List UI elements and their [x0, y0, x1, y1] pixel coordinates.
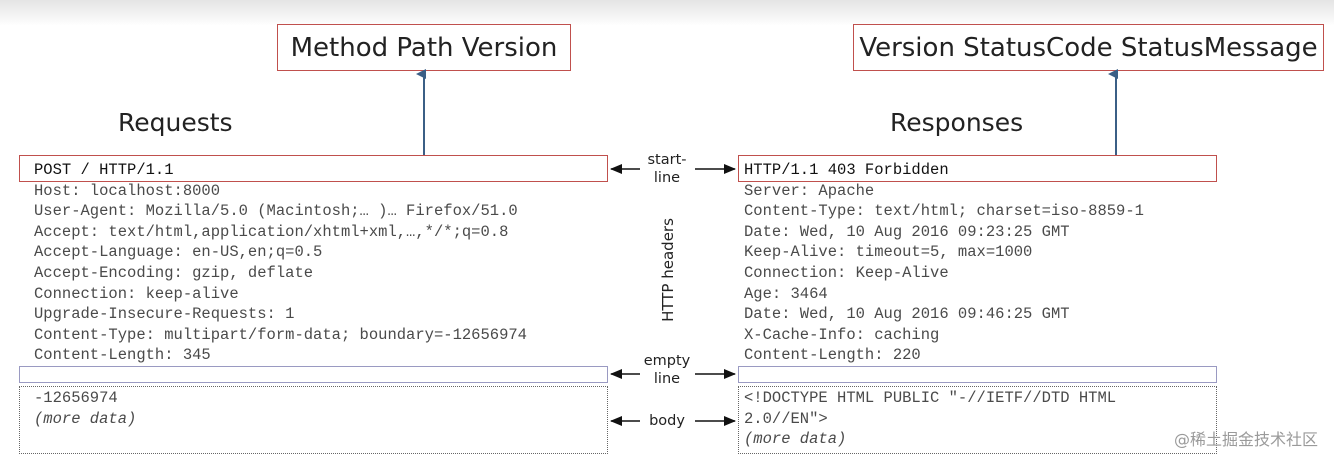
request-header: Accept: text/html,application/xhtml+xml,…: [34, 222, 509, 241]
request-header: Content-Type: multipart/form-data; bound…: [34, 325, 527, 344]
request-header: Connection: keep-alive: [34, 284, 239, 303]
start-line-label: start- line: [634, 151, 700, 187]
response-header: X-Cache-Info: caching: [744, 325, 940, 344]
response-header: Date: Wed, 10 Aug 2016 09:23:25 GMT: [744, 222, 1070, 241]
response-start-line-box: [738, 155, 1217, 182]
response-header: Date: Wed, 10 Aug 2016 09:46:25 GMT: [744, 305, 1070, 324]
request-format-label: Method Path Version: [277, 24, 571, 71]
response-header: Age: 3464: [744, 284, 828, 303]
response-header: Server: Apache: [744, 181, 875, 200]
request-header: User-Agent: Mozilla/5.0 (Macintosh;… )… …: [34, 202, 518, 221]
request-header: Upgrade-Insecure-Requests: 1: [34, 305, 295, 324]
watermark: @稀土掘金技术社区: [1173, 430, 1318, 449]
request-start-line: POST / HTTP/1.1: [34, 161, 174, 179]
requests-title: Requests: [118, 108, 233, 137]
response-message: HTTP/1.1 403 Forbidden Server: Apache Co…: [744, 160, 1144, 366]
request-header: Content-Length: 345: [34, 346, 211, 365]
request-header: Host: localhost:8000: [34, 181, 221, 200]
body-label: body: [649, 413, 685, 429]
response-body: <!DOCTYPE HTML PUBLIC "-//IETF//DTD HTML…: [744, 388, 1116, 450]
start-line-label-line: start-: [647, 152, 687, 168]
response-body-line: 2.0//EN">: [744, 409, 828, 428]
request-message: POST / HTTP/1.1 Host: localhost:8000 Use…: [34, 160, 527, 366]
request-start-line-box: [19, 155, 608, 182]
empty-line-label-line: empty: [643, 353, 691, 369]
request-header: Accept-Language: en-US,en;q=0.5: [34, 243, 323, 262]
response-header: Keep-Alive: timeout=5, max=1000: [744, 243, 1033, 262]
start-line-label-line: line: [653, 170, 681, 186]
responses-title: Responses: [890, 108, 1024, 137]
request-body-line: -12656974: [34, 389, 118, 407]
response-body-line: <!DOCTYPE HTML PUBLIC "-//IETF//DTD HTML: [744, 389, 1117, 407]
top-shadow: [0, 0, 1334, 26]
response-start-line: HTTP/1.1 403 Forbidden: [744, 161, 949, 179]
request-empty-line-box: [19, 366, 608, 383]
request-body-line: (more data): [34, 409, 137, 428]
response-header: Connection: Keep-Alive: [744, 263, 949, 282]
response-body-box: [738, 386, 1217, 454]
request-body-box: [19, 386, 608, 454]
response-format-label: Version StatusCode StatusMessage: [853, 24, 1324, 71]
response-body-line: (more data): [744, 430, 847, 449]
empty-line-label: empty line: [634, 352, 700, 388]
response-header: Content-Length: 220: [744, 346, 921, 365]
request-body: -12656974 (more data): [34, 388, 136, 429]
empty-line-label-line: line: [653, 371, 681, 387]
response-empty-line-box: [738, 366, 1217, 383]
response-header: Content-Type: text/html; charset=iso-885…: [744, 202, 1144, 221]
request-header: Accept-Encoding: gzip, deflate: [34, 263, 314, 282]
